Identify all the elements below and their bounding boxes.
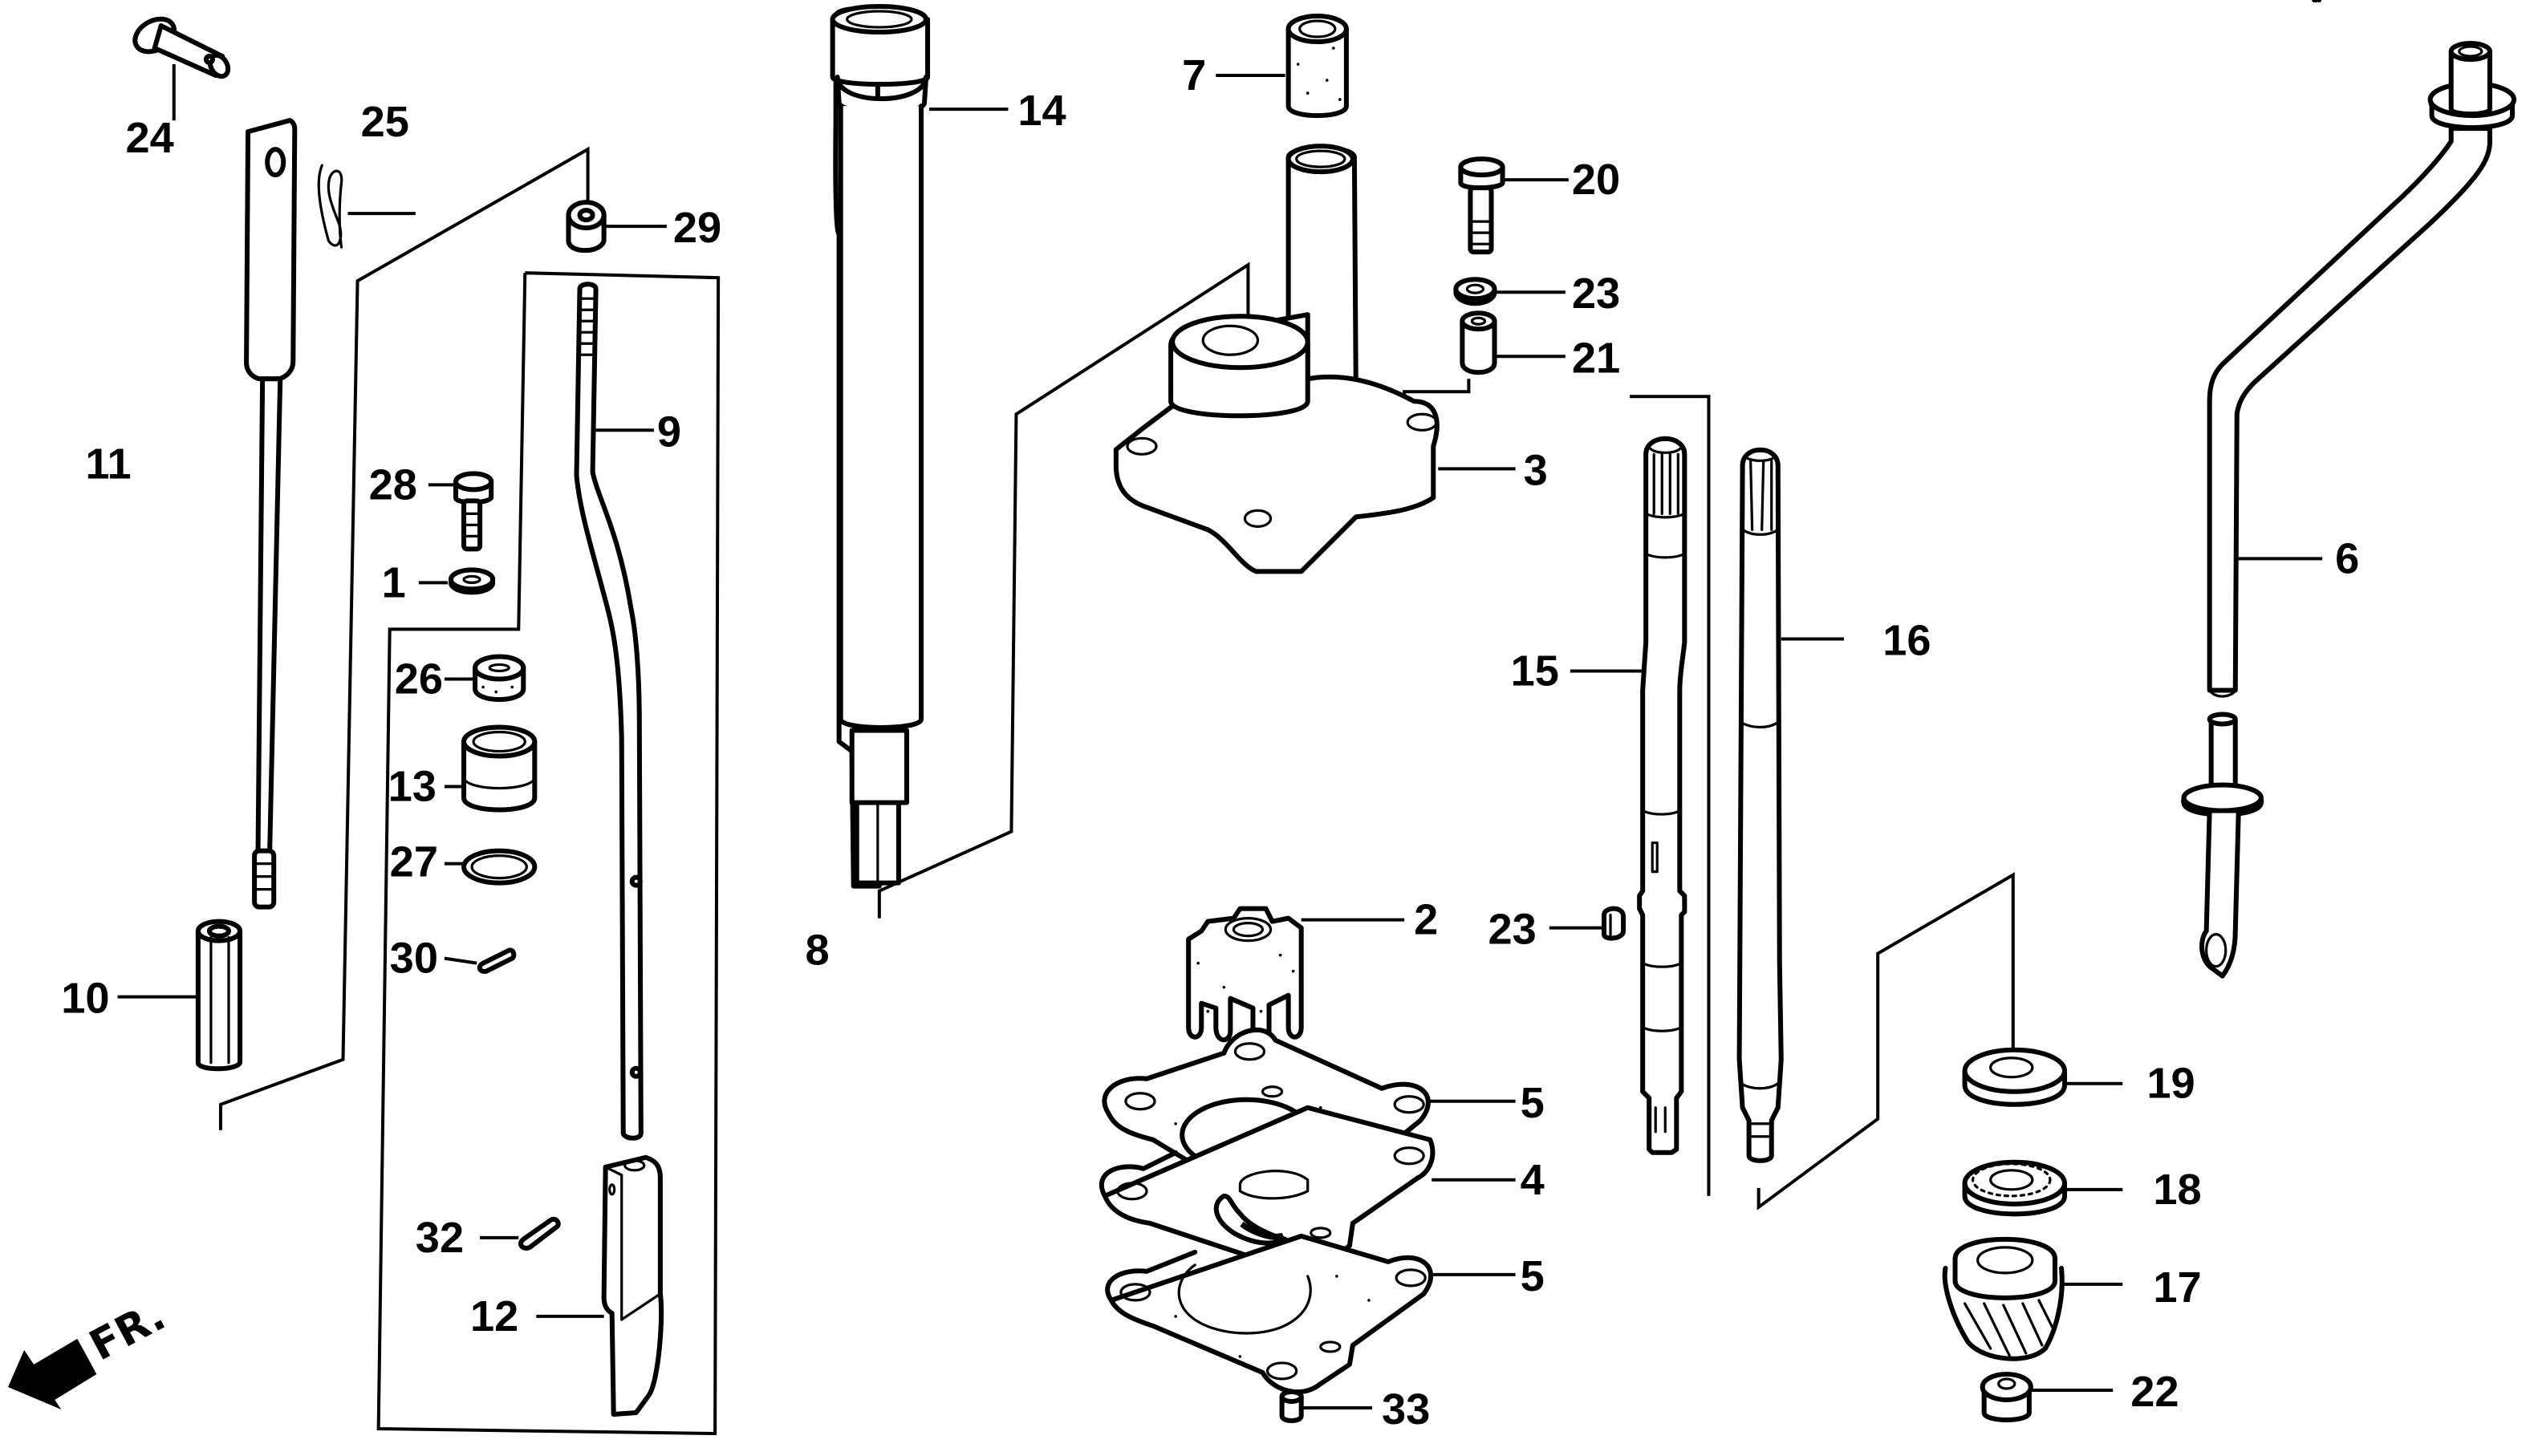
- callout-29[interactable]: 28: [369, 460, 417, 509]
- callout-7[interactable]: 7: [1182, 51, 1206, 99]
- callout-11[interactable]: 11: [85, 440, 131, 488]
- callout-3[interactable]: 3: [1524, 446, 1548, 494]
- callout-32[interactable]: 32: [416, 1214, 464, 1262]
- bracket-line-shaft-16: [1756, 872, 2015, 1211]
- part-26-clip[interactable]: [317, 164, 416, 249]
- callout-22[interactable]: 22: [2130, 1368, 2179, 1416]
- part-7-bushing[interactable]: [1216, 14, 1349, 118]
- part-32-pin[interactable]: [480, 1216, 561, 1251]
- callout-8[interactable]: 8: [806, 927, 830, 975]
- part-23-washer[interactable]: [1453, 277, 1566, 306]
- part-18-thrust-bearing[interactable]: [1962, 1159, 2123, 1217]
- callout-30[interactable]: 29: [673, 204, 721, 252]
- callout-17[interactable]: 17: [2153, 1263, 2201, 1312]
- callout-25[interactable]: 24: [126, 114, 174, 162]
- callout-31[interactable]: 30: [390, 935, 438, 983]
- part-13-bushing[interactable]: [444, 724, 538, 813]
- part-16-drive-shaft[interactable]: [1736, 447, 1845, 1163]
- part-19-thrust-washer[interactable]: [1962, 1047, 2123, 1107]
- part-28-o-ring[interactable]: [444, 848, 538, 886]
- callout-19[interactable]: 19: [2146, 1060, 2195, 1108]
- bracket-line-tube-housing: [877, 262, 1250, 919]
- callout-28[interactable]: 27: [390, 838, 438, 886]
- callout-14[interactable]: 14: [1017, 87, 1066, 135]
- callout-20[interactable]: 20: [1572, 156, 1620, 204]
- part-11-shift-rod[interactable]: [244, 118, 298, 910]
- part-14-drive-shaft-tube[interactable]: [830, 4, 1009, 889]
- callout-33[interactable]: 33: [1382, 1385, 1430, 1434]
- part-29-bolt[interactable]: [428, 471, 494, 552]
- callout-12[interactable]: 12: [470, 1292, 518, 1340]
- callout-27[interactable]: 26: [395, 655, 443, 704]
- part-31-pin[interactable]: [444, 947, 517, 974]
- callout-4[interactable]: 4: [1521, 1156, 1545, 1204]
- part-17-pinion-gear[interactable]: [1942, 1236, 2123, 1361]
- callout-5-upper[interactable]: 5: [1521, 1079, 1545, 1127]
- callout-15[interactable]: 15: [1511, 647, 1559, 696]
- assembly-bracket-lines: [218, 146, 2015, 1436]
- callout-18[interactable]: 18: [2153, 1166, 2201, 1214]
- callout-21[interactable]: 21: [1572, 334, 1620, 382]
- callout-26[interactable]: 25: [361, 98, 409, 146]
- part-3-water-pump-housing[interactable]: [1113, 144, 1516, 574]
- part-24-key[interactable]: [1549, 906, 1627, 941]
- callout-2[interactable]: 2: [1414, 896, 1438, 944]
- part-33-dowel-pin[interactable]: [1279, 1389, 1372, 1423]
- front-direction-label: FR.: [82, 1292, 173, 1370]
- part-25-clevis-pin[interactable]: [129, 12, 232, 121]
- callout-13[interactable]: 13: [388, 763, 437, 811]
- callout-23[interactable]: 23: [1572, 270, 1620, 318]
- callout-9[interactable]: 9: [657, 408, 681, 456]
- part-6-water-tube[interactable]: [2181, 41, 2516, 979]
- callout-labels: 24 25 29 9 11 28 1 26 13 27 30 8 10 32 1…: [61, 51, 2359, 1434]
- callout-5-lower[interactable]: 5: [1521, 1252, 1545, 1300]
- part-5-gasket-lower[interactable]: [1105, 1233, 1516, 1395]
- front-direction-marker: FR.: [8, 1292, 173, 1409]
- bracket-line-shift-left: [218, 146, 590, 1130]
- callout-16[interactable]: 16: [1882, 617, 1931, 665]
- bracket-line-shaft-15: [1630, 395, 1711, 1196]
- part-15-vertical-shaft[interactable]: [1570, 436, 1687, 1155]
- part-12-shift-cam[interactable]: [536, 1154, 664, 1417]
- part-27-seal[interactable]: [444, 654, 526, 702]
- callout-24[interactable]: 23: [1488, 906, 1536, 954]
- part-22-nut[interactable]: [1980, 1371, 2114, 1422]
- part-21-collar[interactable]: [1460, 310, 1566, 375]
- callout-6[interactable]: 6: [2335, 534, 2359, 582]
- part-20-bolt[interactable]: [1458, 156, 1569, 255]
- part-1-washer[interactable]: [418, 567, 496, 595]
- callout-1[interactable]: 1: [382, 558, 406, 606]
- part-10-rod-joint[interactable]: [117, 919, 243, 1072]
- part-30-nut[interactable]: [566, 200, 667, 253]
- callout-10[interactable]: 10: [61, 975, 109, 1023]
- bracket-line-shift-inner: [376, 271, 721, 1436]
- front-direction-arrow-icon: [8, 1338, 97, 1409]
- part-9-shift-rod[interactable]: [574, 282, 654, 1141]
